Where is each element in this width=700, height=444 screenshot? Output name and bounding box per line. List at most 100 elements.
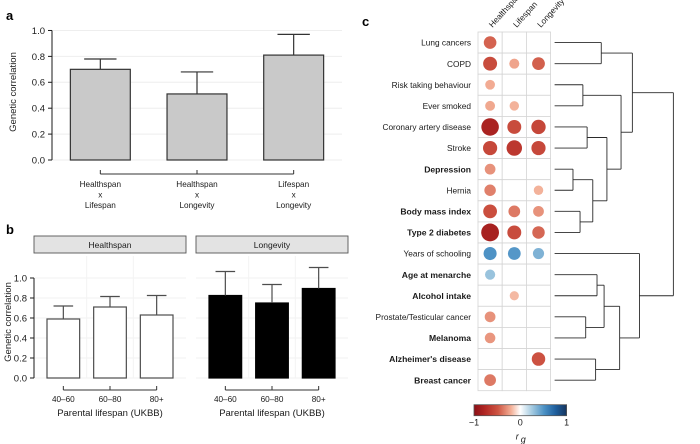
heatmap-bubble bbox=[483, 204, 497, 219]
heatmap-bubble bbox=[508, 205, 521, 218]
heatmap-cell bbox=[525, 158, 551, 181]
bar bbox=[69, 68, 131, 161]
y-tick-label: 0.2 bbox=[32, 129, 45, 140]
facet-strip bbox=[33, 235, 187, 254]
heatmap-row-label: Coronary artery disease bbox=[382, 122, 471, 132]
bar bbox=[208, 294, 243, 379]
x-category-label: 80+ bbox=[150, 395, 164, 404]
y-tick-label: 1.0 bbox=[32, 26, 45, 37]
heatmap-row-label: Age at menarche bbox=[402, 270, 471, 280]
bar bbox=[46, 318, 81, 379]
x-category-label: 60–80 bbox=[99, 395, 122, 404]
heatmap-bubble bbox=[484, 332, 496, 344]
bar bbox=[93, 306, 127, 379]
heatmap-cell bbox=[501, 305, 527, 328]
heatmap-row-label: Ever smoked bbox=[423, 101, 472, 111]
heatmap-cell bbox=[525, 305, 551, 328]
heatmap-bubble bbox=[533, 205, 544, 217]
x-category-label: 40–60 bbox=[52, 395, 75, 404]
colorbar-title: r bbox=[516, 432, 520, 442]
heatmap-bubble bbox=[483, 56, 498, 71]
bar bbox=[263, 54, 325, 161]
colorbar bbox=[473, 404, 567, 417]
colorbar-title-subscript: g bbox=[521, 435, 526, 444]
heatmap-bubble bbox=[532, 226, 545, 239]
heatmap-bubble bbox=[509, 101, 520, 111]
heatmap-cell bbox=[501, 263, 527, 286]
colorbar-tick-label: −1 bbox=[469, 418, 479, 428]
y-tick-label: 0.4 bbox=[14, 333, 27, 344]
heatmap-bubble bbox=[533, 185, 544, 195]
x-category-label: Lifespan bbox=[85, 201, 116, 210]
x-category-label: x bbox=[195, 191, 199, 200]
y-tick-label: 0.8 bbox=[14, 293, 27, 304]
heatmap-bubble bbox=[531, 352, 546, 366]
panel-b-letter: b bbox=[6, 222, 14, 237]
bar bbox=[166, 93, 228, 161]
heatmap-row-label: COPD bbox=[447, 59, 471, 69]
heatmap-bubble bbox=[484, 163, 496, 175]
heatmap-cell bbox=[525, 263, 551, 286]
y-tick-label: 0.8 bbox=[32, 52, 45, 63]
heatmap-row-label: Type 2 diabetes bbox=[407, 228, 471, 238]
y-tick-label: 1.0 bbox=[14, 273, 27, 284]
y-tick-label: 0.6 bbox=[32, 78, 45, 89]
heatmap-bubble bbox=[506, 140, 523, 156]
heatmap-bubble bbox=[483, 36, 497, 49]
heatmap-bubble bbox=[481, 118, 499, 136]
heatmap-bubble bbox=[509, 291, 519, 301]
heatmap-row-label: Alcohol intake bbox=[412, 291, 471, 301]
x-category-label: Healthspan bbox=[176, 180, 218, 189]
y-tick-label: 0.2 bbox=[14, 353, 27, 364]
bar bbox=[255, 302, 289, 379]
heatmap-cell bbox=[525, 326, 551, 349]
x-axis-label: Parental lifespan (UKBB) bbox=[57, 408, 163, 419]
panel-c-letter: c bbox=[362, 14, 370, 29]
heatmap-cell bbox=[501, 179, 527, 202]
y-axis-label: Genetic correlation bbox=[3, 282, 14, 362]
heatmap-row-label: Depression bbox=[424, 164, 471, 174]
bar bbox=[301, 287, 336, 379]
heatmap-cell bbox=[501, 369, 527, 392]
heatmap-row-label: Hernia bbox=[447, 185, 472, 195]
panel-a-letter: a bbox=[6, 8, 14, 23]
heatmap-cell bbox=[501, 31, 527, 54]
heatmap-bubble bbox=[531, 119, 546, 135]
heatmap-row-label: Body mass index bbox=[400, 206, 471, 216]
heatmap-bubble bbox=[532, 247, 545, 260]
heatmap-cell bbox=[525, 31, 551, 54]
heatmap-bubble bbox=[532, 57, 545, 71]
colorbar-tick-label: 1 bbox=[564, 418, 569, 428]
heatmap-row-label: Prostate/Testicular cancer bbox=[376, 312, 472, 322]
x-category-label: 80+ bbox=[312, 395, 326, 404]
bar bbox=[139, 314, 174, 379]
heatmap-bubble bbox=[485, 269, 496, 280]
heatmap-cell bbox=[501, 348, 527, 371]
heatmap-bubble bbox=[509, 58, 520, 69]
heatmap-row-label: Stroke bbox=[447, 143, 471, 153]
x-category-label: 40–60 bbox=[214, 395, 237, 404]
heatmap-bubble bbox=[483, 140, 498, 156]
heatmap-bubble bbox=[484, 184, 496, 196]
heatmap-bubble bbox=[481, 223, 499, 242]
y-tick-label: 0.0 bbox=[14, 373, 27, 384]
x-category-label: Longevity bbox=[276, 201, 312, 210]
y-tick-label: 0.4 bbox=[32, 104, 45, 115]
heatmap-cell bbox=[525, 284, 551, 307]
heatmap-cell bbox=[501, 158, 527, 181]
heatmap-bubble bbox=[507, 225, 522, 240]
facet-strip-label: Longevity bbox=[254, 240, 291, 250]
x-axis-label: Parental lifespan (UKBB) bbox=[219, 408, 325, 419]
facet-strip-label: Healthspan bbox=[88, 240, 131, 250]
heatmap-row-label: Alzheimer's disease bbox=[389, 354, 471, 364]
heatmap-row-label: Breast cancer bbox=[414, 375, 472, 385]
y-tick-label: 0.6 bbox=[14, 313, 27, 324]
heatmap-cell bbox=[477, 284, 503, 307]
heatmap-bubble bbox=[507, 247, 521, 260]
heatmap-bubble bbox=[531, 140, 546, 156]
heatmap-bubble bbox=[483, 247, 497, 261]
heatmap-row-label: Melanoma bbox=[429, 333, 471, 343]
